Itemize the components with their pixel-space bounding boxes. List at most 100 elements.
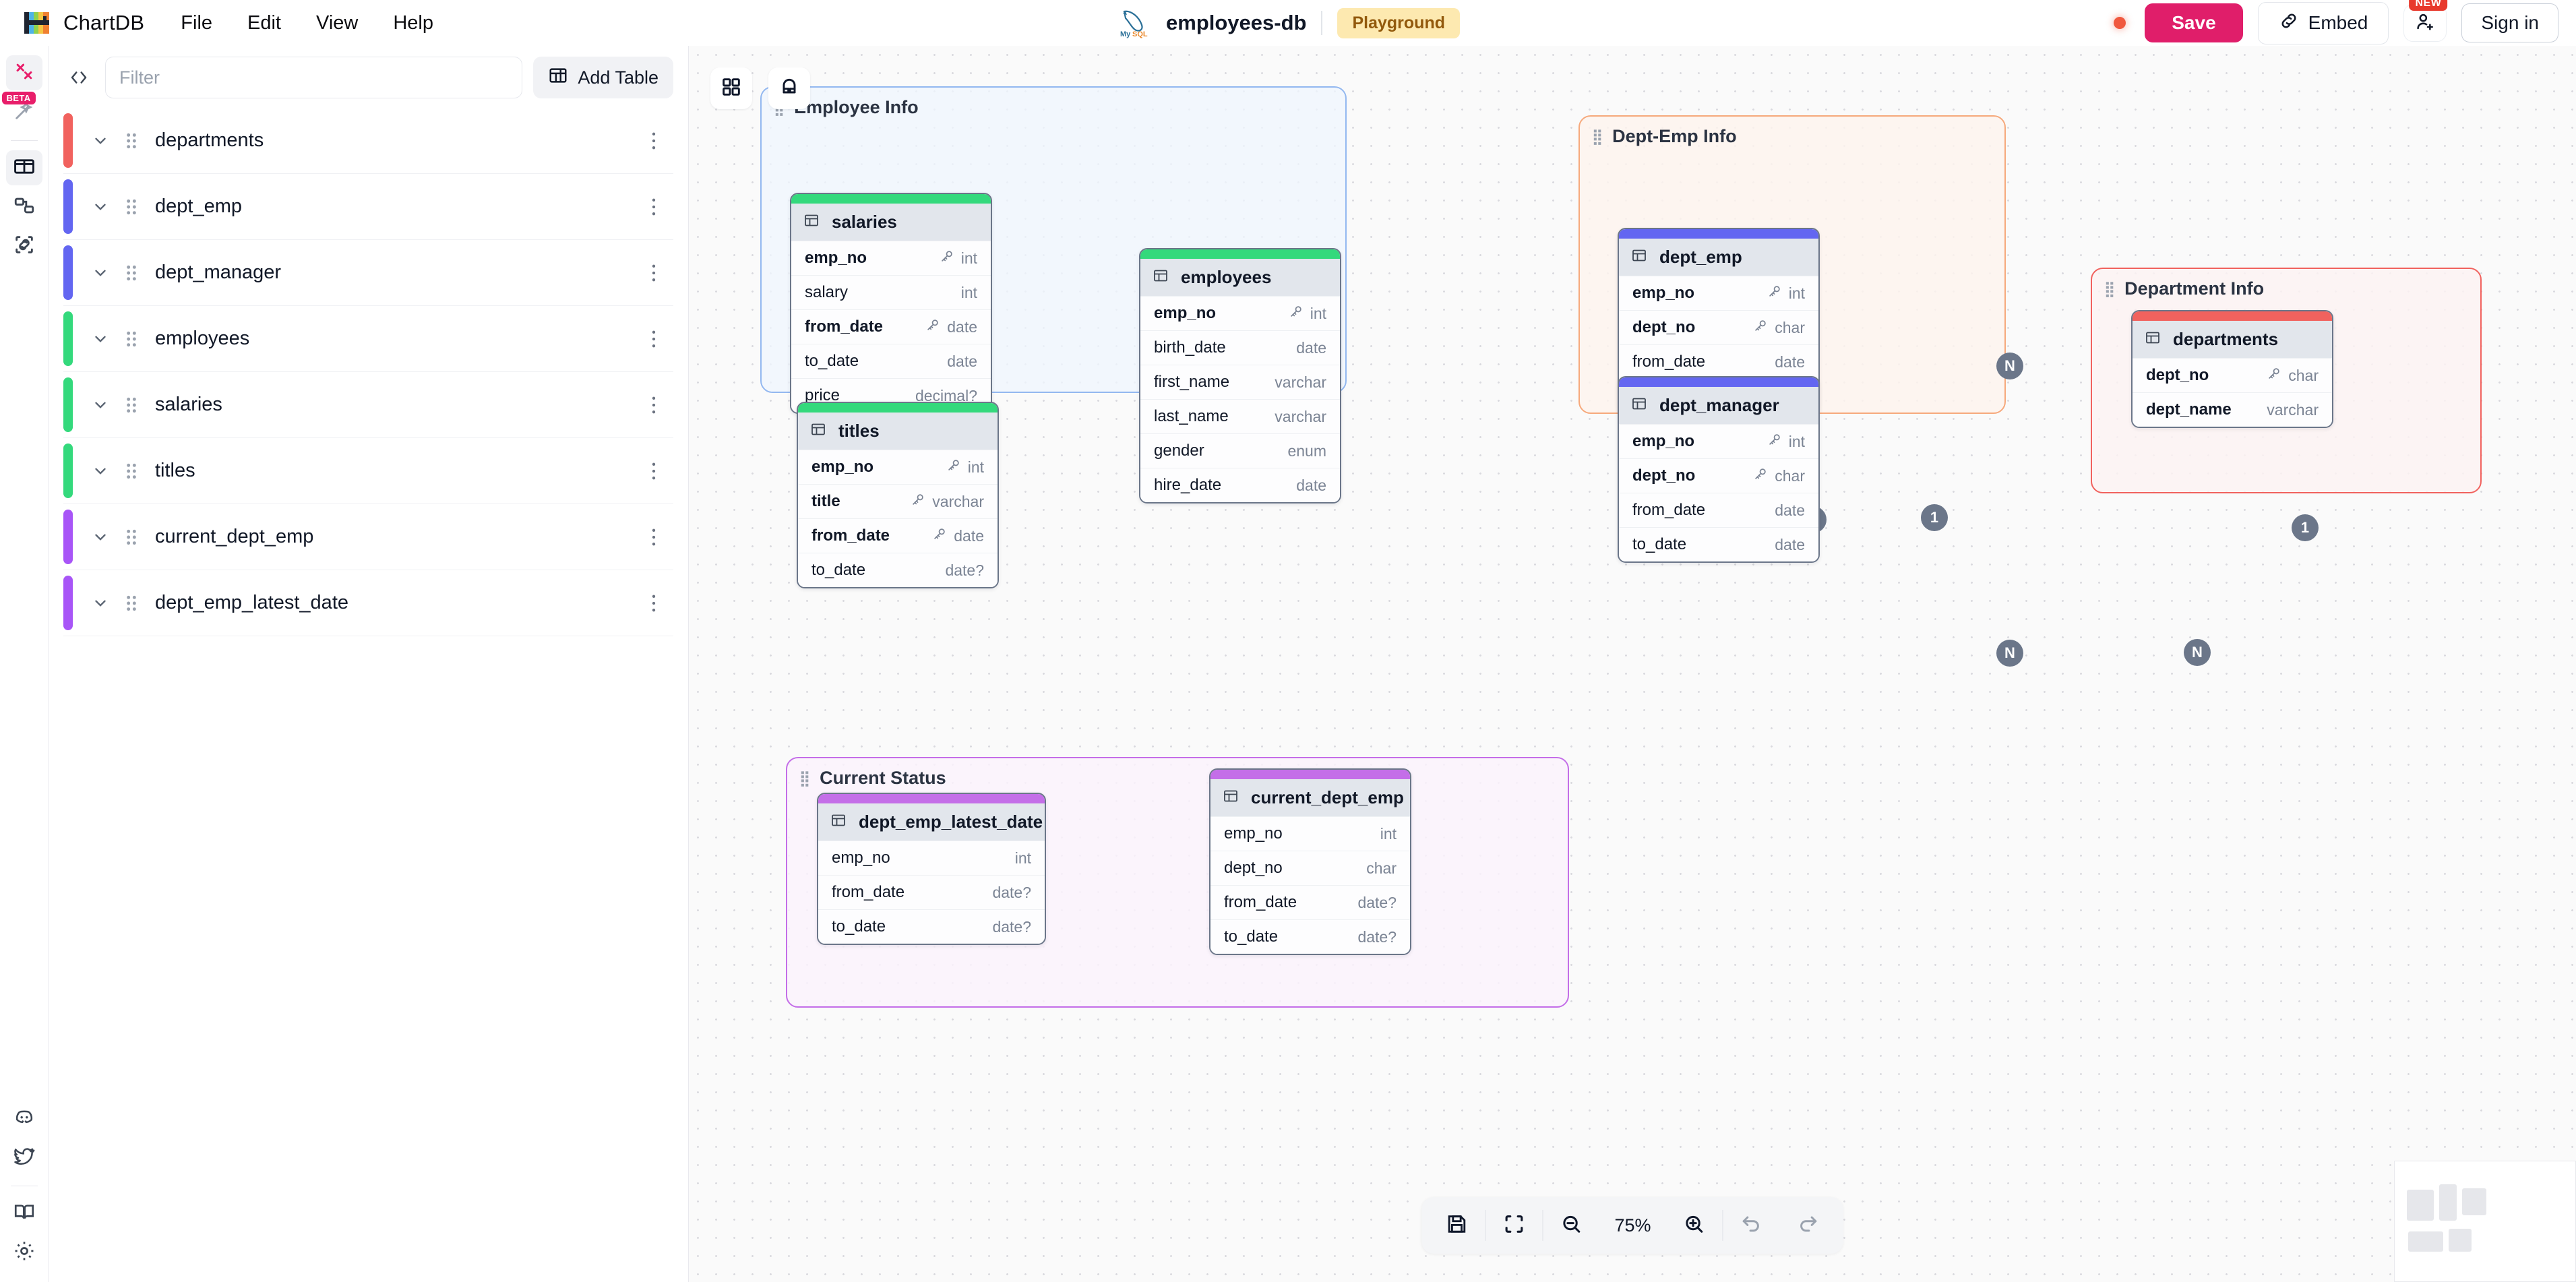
fit-screen-button[interactable]	[1485, 1197, 1542, 1254]
drag-grip-icon[interactable]: ⣿	[2104, 280, 2116, 297]
add-table-button[interactable]: Add Table	[533, 57, 673, 98]
sign-in-button[interactable]: Sign in	[2461, 3, 2558, 42]
list-item[interactable]: dept_emp_latest_date	[63, 570, 673, 636]
rail-item-discord[interactable]	[6, 1101, 42, 1136]
list-item[interactable]: current_dept_emp	[63, 504, 673, 570]
rail-item-settings[interactable]	[6, 1235, 42, 1270]
table-header[interactable]: dept_manager	[1619, 387, 1818, 424]
rail-item-relationships[interactable]	[6, 189, 42, 224]
table-color-bar[interactable]	[63, 179, 73, 234]
embed-button[interactable]: Embed	[2257, 1, 2389, 44]
chevron-down-icon[interactable]	[81, 462, 120, 480]
drag-grip-icon[interactable]: ⣿	[799, 769, 811, 787]
list-item[interactable]: titles	[63, 438, 673, 504]
diagram-canvas[interactable]: ⣿ Employee Info ⣿ Dept-Emp Info ⣿ Depart…	[689, 46, 2576, 1282]
rail-item-docs[interactable]	[6, 1196, 42, 1231]
more-options-icon[interactable]	[634, 528, 673, 547]
rail-item-tables[interactable]	[5, 150, 42, 185]
more-options-icon[interactable]	[634, 330, 673, 348]
menu-edit[interactable]: Edit	[247, 11, 281, 34]
table-header[interactable]: dept_emp	[1619, 239, 1818, 276]
db-name[interactable]: employees-db	[1166, 11, 1307, 34]
rail-item-magic-wand[interactable]: BETA	[1, 92, 42, 129]
save-diagram-button[interactable]	[1428, 1197, 1485, 1254]
rail-item-dependencies[interactable]	[6, 228, 42, 264]
drag-grip-icon[interactable]	[120, 198, 143, 216]
filter-input[interactable]	[105, 57, 523, 98]
minimap[interactable]	[2394, 1161, 2576, 1282]
menu-file[interactable]: File	[181, 11, 213, 34]
zoom-out-button[interactable]	[1543, 1197, 1599, 1254]
add-user-button[interactable]: NEW	[2403, 0, 2448, 42]
drag-grip-icon[interactable]	[120, 528, 143, 546]
more-options-icon[interactable]	[634, 131, 673, 150]
table-color-bar[interactable]	[63, 245, 73, 300]
table-header[interactable]: current_dept_emp	[1210, 779, 1410, 816]
save-button[interactable]: Save	[2145, 3, 2243, 42]
more-options-icon[interactable]	[634, 462, 673, 481]
table-color-bar[interactable]	[63, 377, 73, 432]
table-color-bar[interactable]	[63, 113, 73, 168]
table-header[interactable]: departments	[2133, 321, 2332, 358]
drag-grip-icon[interactable]	[120, 594, 143, 612]
table-color-bar[interactable]	[63, 311, 73, 366]
more-options-icon[interactable]	[634, 264, 673, 282]
table-header[interactable]: dept_emp_latest_date	[818, 803, 1045, 841]
more-options-icon[interactable]	[634, 396, 673, 415]
chevron-down-icon[interactable]	[81, 264, 120, 282]
table-color-bar[interactable]	[63, 510, 73, 564]
table-header[interactable]: employees	[1140, 259, 1340, 296]
list-item[interactable]: salaries	[63, 372, 673, 438]
code-view-toggle-icon[interactable]	[63, 63, 94, 92]
chevron-down-icon[interactable]	[81, 396, 120, 414]
rail-item-ai-sparkles[interactable]	[5, 55, 42, 90]
grid-toggle-button[interactable]	[710, 67, 752, 109]
list-item[interactable]: employees	[63, 306, 673, 372]
table-header[interactable]: salaries	[791, 204, 991, 241]
magnet-snap-button[interactable]	[768, 67, 810, 109]
chevron-down-icon[interactable]	[81, 594, 120, 612]
list-item[interactable]: departments	[63, 108, 673, 174]
chevron-down-icon[interactable]	[81, 132, 120, 150]
redo-button[interactable]	[1780, 1197, 1837, 1254]
drag-grip-icon[interactable]	[120, 132, 143, 150]
drag-grip-icon[interactable]	[120, 264, 143, 282]
more-options-icon[interactable]	[634, 594, 673, 613]
menu-help[interactable]: Help	[393, 11, 433, 34]
list-item[interactable]: dept_manager	[63, 240, 673, 306]
drag-grip-icon[interactable]	[120, 330, 143, 348]
table-header[interactable]: titles	[798, 413, 998, 450]
